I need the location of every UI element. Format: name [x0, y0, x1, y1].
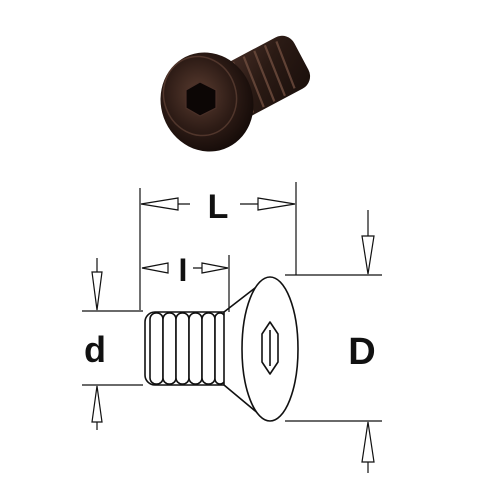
head-diameter-label: D [348, 331, 375, 373]
screw-drawing [144, 276, 299, 422]
thread-diameter-label: d [84, 329, 106, 370]
drawing-hex-socket-icon [261, 321, 279, 375]
thread-ribs [149, 312, 226, 385]
head-diameter-arrows [361, 210, 375, 473]
thread-length-label: I [179, 252, 188, 288]
hex-socket-icon [185, 81, 217, 117]
thread-diameter-arrows [91, 258, 103, 430]
dimension-lines [82, 182, 382, 473]
screw-photo [160, 35, 311, 152]
length-label: L [208, 188, 229, 226]
length-arrows [140, 197, 296, 211]
thread-length-arrows [141, 262, 229, 274]
